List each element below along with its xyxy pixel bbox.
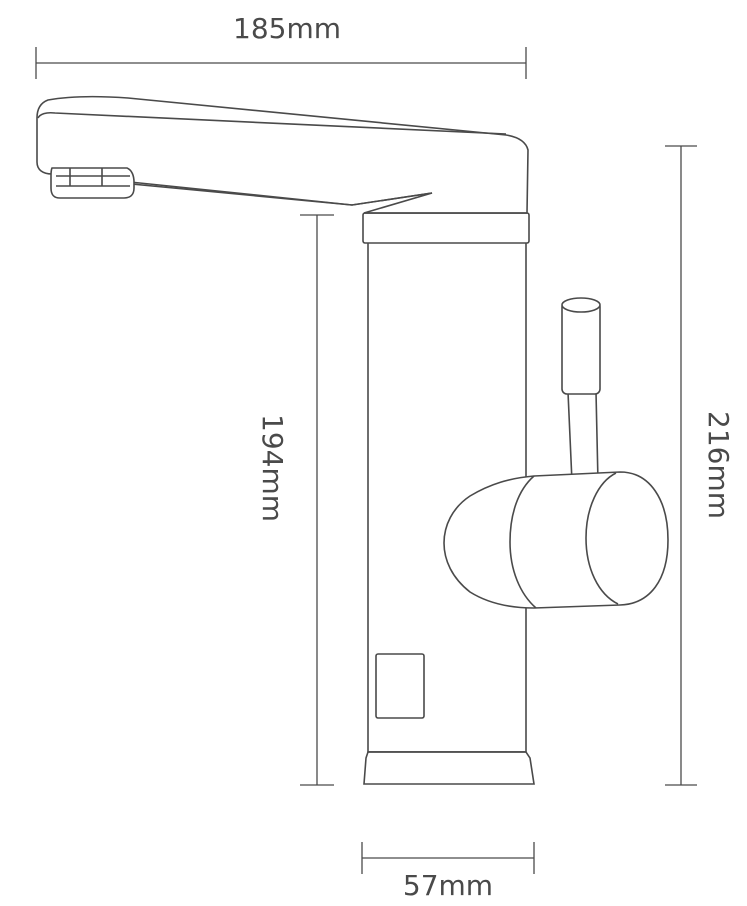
total-height-label: 216mm [702,411,735,519]
handle-knob [443,471,669,609]
body-height-label: 194mm [256,414,289,522]
dimension-top-width: 185mm [35,12,527,79]
dimension-base-width: 57mm [361,842,535,902]
width-top-label: 185mm [233,12,341,45]
faucet-spout [36,95,529,214]
display-window [375,653,425,719]
dimension-body-height: 194mm [256,214,334,786]
base-width-label: 57mm [403,869,493,902]
dimension-total-height: 216mm [665,145,735,786]
handle-lever [561,297,601,483]
faucet-body [362,212,535,785]
